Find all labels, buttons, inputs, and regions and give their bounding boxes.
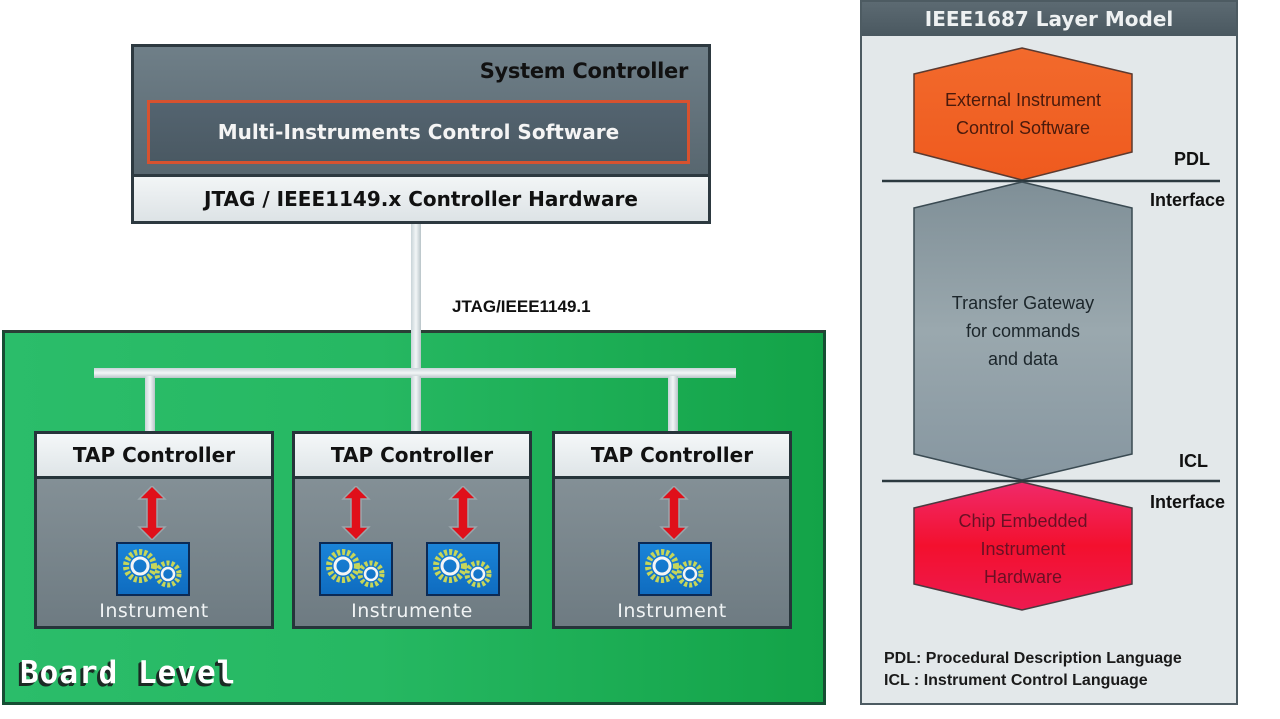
bus-drop-3 (668, 376, 678, 432)
instrument-label: Instrument (617, 600, 727, 622)
instrument-gears-icon (426, 542, 500, 596)
bus-drop-2 (411, 376, 421, 432)
bidirectional-arrow-icon (659, 486, 689, 540)
jtag-bus-line (94, 368, 736, 378)
software-label: Multi-Instruments Control Software (217, 120, 620, 144)
bus-drop-1 (145, 376, 155, 432)
instrument-gears-icon (116, 542, 190, 596)
tap-controller-title: TAP Controller (37, 434, 271, 479)
tap-controller-2: TAP Controller Instrumente (292, 431, 532, 629)
hardware-label: JTAG / IEEE1149.x Controller Hardware (204, 187, 638, 211)
instrument-gears-icon (638, 542, 712, 596)
board-level-label: Board Level (20, 655, 237, 691)
layer-text-line: Instrument (980, 539, 1066, 559)
layer-text-line: Hardware (983, 567, 1063, 587)
bidirectional-arrow-icon (448, 486, 478, 540)
tap-controller-3: TAP Controller Instrument (552, 431, 792, 629)
system-controller: System Controller Multi-Instruments Cont… (131, 44, 711, 224)
jtag-trunk-line (411, 224, 421, 370)
layer-text-line: Transfer Gateway (951, 293, 1095, 313)
instrument-gears-icon (319, 542, 393, 596)
icl-label: ICL (1179, 451, 1208, 471)
bidirectional-arrow-icon (341, 486, 371, 540)
interface-label-bottom: Interface (1150, 492, 1226, 512)
chip-embedded-layer-text: Chip Embedded Instrument Hardware (902, 507, 1144, 591)
bidirectional-arrow-icon (137, 486, 167, 540)
layer-text-line: and data (987, 349, 1059, 369)
multi-instruments-control-software: Multi-Instruments Control Software (147, 100, 690, 164)
chip-embedded-layer-shape (913, 481, 1133, 611)
transfer-gateway-layer-text: Transfer Gateway for commands and data (902, 289, 1144, 373)
jtag-bus-label: JTAG/IEEE1149.1 (452, 297, 591, 316)
instrument-label: Instrumente (351, 600, 473, 622)
layer-model-diagram (882, 47, 1220, 611)
jtag-controller-hardware: JTAG / IEEE1149.x Controller Hardware (134, 174, 708, 221)
instrument-label: Instrument (99, 600, 209, 622)
layer-text-line: Chip Embedded (958, 511, 1088, 531)
tap-controller-1: TAP Controller Instrument (34, 431, 274, 629)
legend-icl: ICL : Instrument Control Language (884, 672, 1148, 689)
interface-label-top: Interface (1150, 190, 1226, 210)
tap-controller-title: TAP Controller (295, 434, 529, 479)
external-software-layer-text: External Instrument Control Software (902, 86, 1144, 142)
system-controller-title: System Controller (479, 59, 689, 83)
layer-model-title: IEEE1687 Layer Model (862, 2, 1236, 36)
tap-controller-title: TAP Controller (555, 434, 789, 479)
pdl-label: PDL (1174, 149, 1210, 169)
layer-text-line: Control Software (955, 118, 1091, 138)
legend-pdl: PDL: Procedural Description Language (884, 650, 1182, 667)
layer-text-line: for commands (965, 321, 1081, 341)
ieee1687-layer-model-panel: IEEE1687 Layer Model External Instrument… (860, 0, 1238, 705)
layer-text-line: External Instrument (944, 90, 1102, 110)
